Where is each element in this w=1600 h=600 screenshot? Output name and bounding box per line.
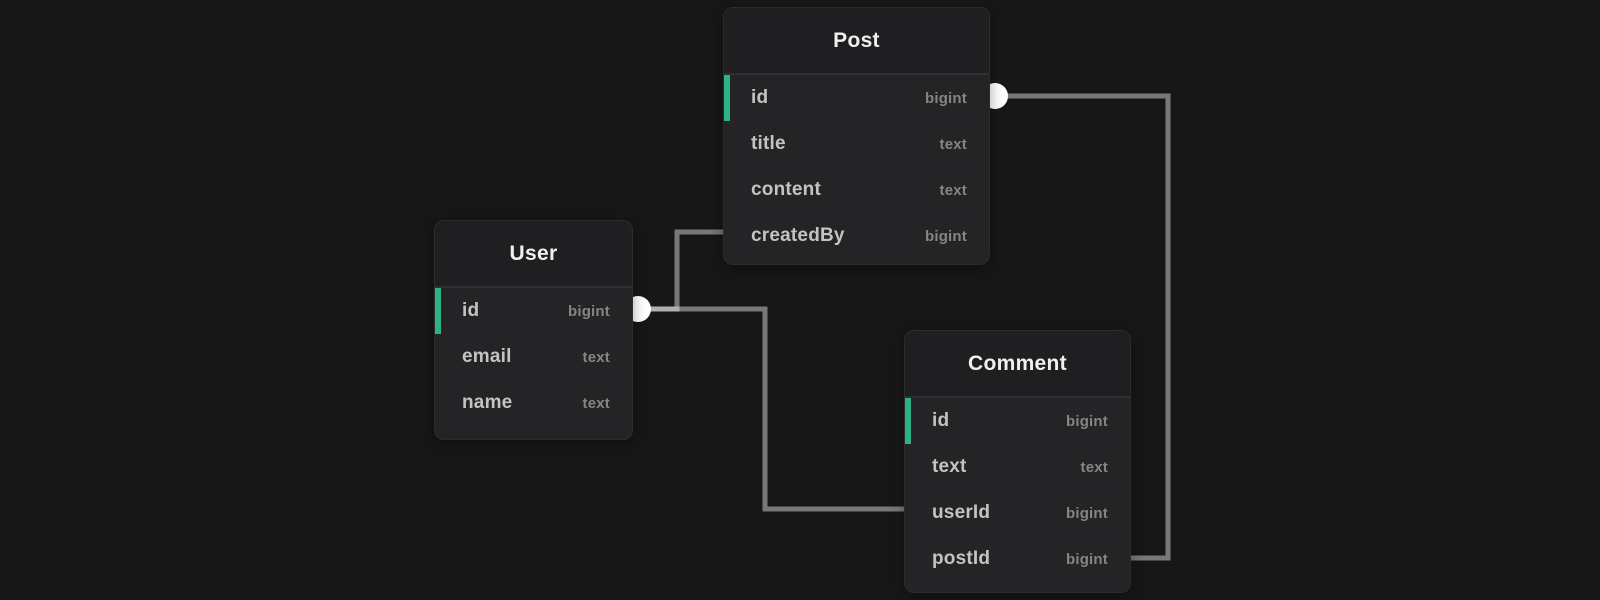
table-field-row: content text (724, 167, 989, 213)
table-field-row: text text (905, 444, 1130, 490)
field-type: bigint (924, 227, 967, 245)
field-name: email (462, 346, 512, 367)
table-fields: id bigint title text content text create… (724, 75, 989, 259)
field-name: createdBy (751, 225, 845, 246)
table-field-row: id bigint (905, 398, 1130, 444)
relationship-edge[interactable] (633, 229, 723, 312)
table-card-post[interactable]: Post id bigint title text content text c… (723, 7, 990, 265)
table-field-row: name text (435, 380, 632, 426)
table-header: Comment (905, 331, 1130, 398)
table-title: Post (833, 28, 880, 52)
field-name: postId (932, 548, 991, 569)
field-name: title (751, 133, 786, 154)
field-name: content (751, 179, 822, 200)
primary-key-accent-bar (435, 288, 441, 334)
field-type: text (1080, 458, 1108, 476)
field-type: bigint (1065, 412, 1108, 430)
table-card-comment[interactable]: Comment id bigint text text userId bigin… (904, 330, 1131, 593)
table-title: Comment (968, 351, 1067, 375)
table-fields: id bigint email text name text (435, 288, 632, 426)
field-type: text (939, 135, 967, 153)
relationship-edge[interactable] (990, 93, 1171, 561)
table-field-row: email text (435, 334, 632, 380)
field-type: bigint (1065, 550, 1108, 568)
field-type: bigint (924, 89, 967, 107)
field-type: text (582, 348, 610, 366)
table-header: Post (724, 8, 989, 75)
table-title: User (509, 241, 558, 265)
table-field-row: createdBy bigint (724, 213, 989, 259)
primary-key-accent-bar (905, 398, 911, 444)
table-field-row: postId bigint (905, 536, 1130, 582)
field-name: id (932, 410, 950, 431)
table-card-user[interactable]: User id bigint email text name text (434, 220, 633, 440)
field-name: id (751, 87, 769, 108)
table-field-row: id bigint (724, 75, 989, 121)
primary-key-accent-bar (724, 75, 730, 121)
field-type: bigint (567, 302, 610, 320)
field-type: text (582, 394, 610, 412)
field-name: text (932, 456, 967, 477)
field-type: bigint (1065, 504, 1108, 522)
relationship-edge[interactable] (633, 306, 904, 512)
field-name: name (462, 392, 513, 413)
field-name: userId (932, 502, 991, 523)
table-field-row: userId bigint (905, 490, 1130, 536)
table-fields: id bigint text text userId bigint postId… (905, 398, 1130, 582)
field-type: text (939, 181, 967, 199)
table-header: User (435, 221, 632, 288)
table-field-row: title text (724, 121, 989, 167)
field-name: id (462, 300, 480, 321)
table-field-row: id bigint (435, 288, 632, 334)
